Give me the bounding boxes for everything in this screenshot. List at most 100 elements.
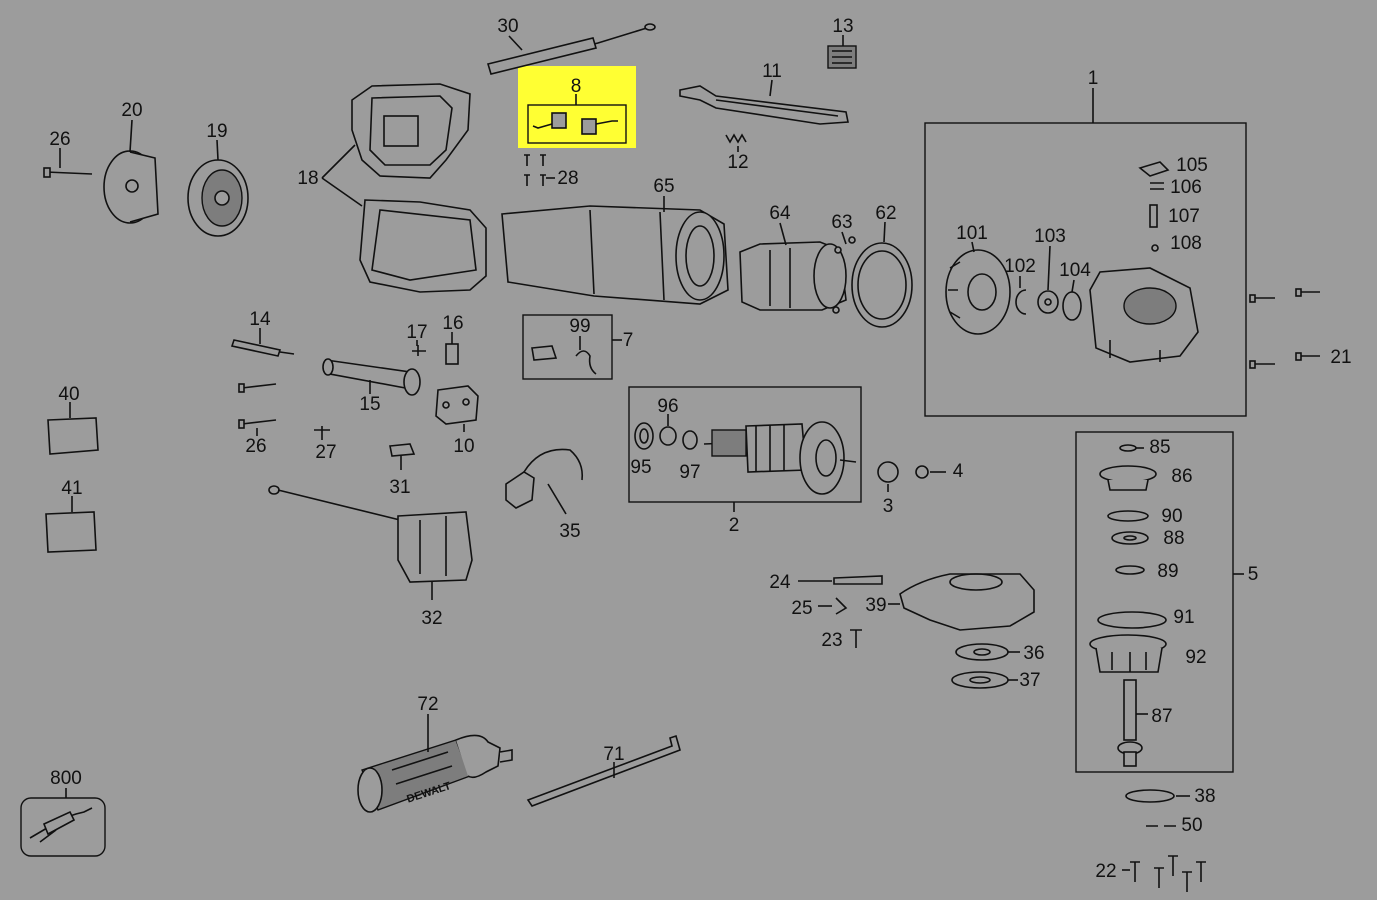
part-12[interactable]: 12 — [725, 133, 749, 173]
part-26-top[interactable]: 26 — [43, 129, 93, 178]
part-71-hex-key[interactable]: 71 — [526, 734, 681, 807]
part-28-screws[interactable]: 28 — [524, 154, 579, 189]
part-20-end-cap[interactable]: 20 — [103, 100, 159, 224]
part-101[interactable]: 101 — [945, 223, 1011, 335]
part-86[interactable]: 86 — [1099, 465, 1193, 491]
label-8: 8 — [571, 76, 582, 97]
part-41[interactable]: 41 — [45, 478, 97, 553]
label-5: 5 — [1248, 564, 1259, 585]
part-800[interactable]: 800 — [20, 768, 106, 857]
label-89: 89 — [1157, 561, 1178, 582]
part-18-housing[interactable]: 18 — [297, 83, 487, 293]
part-39-guard[interactable]: 39 — [865, 573, 1035, 631]
part-31[interactable]: 31 — [389, 443, 416, 498]
part-96[interactable]: 96 — [657, 396, 679, 446]
part-65-field[interactable]: 65 — [501, 176, 729, 305]
part-87[interactable]: 87 — [1117, 679, 1173, 767]
part-103[interactable]: 103 — [1034, 226, 1066, 314]
part-85[interactable]: 85 — [1119, 437, 1171, 458]
part-108[interactable]: 108 — [1151, 233, 1202, 254]
label-40: 40 — [58, 384, 79, 405]
part-38[interactable]: 38 — [1125, 786, 1216, 807]
part-30[interactable]: 30 — [486, 16, 656, 75]
part-63[interactable]: 63 — [831, 212, 856, 314]
label-11: 11 — [762, 61, 782, 82]
label-63: 63 — [831, 212, 852, 233]
part-4[interactable]: 4 — [915, 461, 964, 482]
part-62[interactable]: 62 — [851, 203, 913, 328]
part-21-screws[interactable]: 21 — [1249, 288, 1352, 369]
label-3: 3 — [883, 496, 894, 517]
highlight-box — [518, 66, 636, 148]
part-19[interactable]: 19 — [187, 121, 249, 237]
part-23[interactable]: 23 — [821, 629, 862, 651]
part-2-armature-assembly[interactable]: 95 96 97 2 — [628, 386, 862, 536]
part-11[interactable]: 11 — [679, 61, 849, 125]
label-27: 27 — [315, 442, 336, 463]
label-35: 35 — [559, 521, 580, 542]
label-96: 96 — [657, 396, 678, 417]
part-88[interactable]: 88 — [1111, 528, 1185, 549]
part-95[interactable]: 95 — [630, 422, 654, 478]
label-104: 104 — [1059, 260, 1091, 281]
part-90[interactable]: 90 — [1107, 506, 1183, 527]
part-10-switch[interactable]: 10 — [435, 385, 479, 457]
part-105[interactable]: 105 — [1138, 155, 1208, 177]
label-17: 17 — [406, 322, 427, 343]
part-89[interactable]: 89 — [1115, 561, 1179, 582]
part-16[interactable]: 16 — [442, 313, 464, 365]
part-15[interactable]: 15 — [322, 358, 421, 415]
label-101: 101 — [956, 223, 988, 244]
label-12: 12 — [727, 152, 748, 173]
part-22-screws[interactable]: 22 — [1095, 855, 1206, 892]
label-24: 24 — [769, 572, 791, 593]
label-16: 16 — [442, 313, 463, 334]
part-26-middle[interactable]: 26 — [238, 383, 277, 457]
part-3[interactable]: 3 — [877, 461, 899, 517]
label-39: 39 — [865, 595, 886, 616]
label-19: 19 — [206, 121, 227, 142]
part-40[interactable]: 40 — [47, 384, 99, 455]
part-24[interactable]: 24 — [769, 572, 883, 593]
part-7-brush-holder[interactable]: 99 7 — [522, 314, 633, 380]
label-4: 4 — [953, 461, 964, 482]
label-92: 92 — [1185, 647, 1206, 668]
label-21: 21 — [1330, 347, 1351, 368]
part-91[interactable]: 91 — [1097, 607, 1195, 629]
part-32[interactable]: 32 — [268, 485, 473, 629]
part-37[interactable]: 37 — [951, 670, 1041, 691]
part-50[interactable]: 50 — [1146, 815, 1203, 836]
side-handle-icon — [357, 734, 513, 813]
carbon-brush-icon — [532, 112, 618, 135]
part-97[interactable]: 97 — [679, 430, 701, 483]
part-64[interactable]: 64 — [739, 203, 847, 311]
part-14[interactable]: 14 — [230, 309, 295, 357]
part-92[interactable]: 92 — [1089, 634, 1207, 673]
part-1-gear-head-assembly[interactable]: 1 101 102 103 104 — [924, 68, 1247, 417]
part-25[interactable]: 25 — [791, 597, 848, 619]
armature-icon — [703, 421, 857, 495]
part-107[interactable]: 107 — [1149, 204, 1200, 228]
part-8-carbon-brushes[interactable]: 8 — [518, 66, 636, 148]
part-13[interactable]: 13 — [827, 16, 857, 69]
label-31: 31 — [389, 477, 410, 498]
part-35[interactable]: 35 — [505, 448, 584, 542]
label-2: 2 — [729, 515, 740, 536]
label-23: 23 — [821, 630, 842, 651]
part-36[interactable]: 36 — [955, 643, 1045, 664]
part-104[interactable]: 104 — [1059, 260, 1091, 321]
label-41: 41 — [61, 478, 82, 499]
part-102[interactable]: 102 — [1004, 256, 1036, 315]
part-27[interactable]: 27 — [314, 426, 337, 463]
part-5-spindle-assembly[interactable]: 5 85 86 90 88 89 91 — [1075, 431, 1259, 773]
label-72: 72 — [417, 694, 438, 715]
label-32: 32 — [421, 608, 442, 629]
label-38: 38 — [1194, 786, 1215, 807]
part-72-side-handle[interactable]: DEWALT 72 — [357, 694, 513, 813]
label-15: 15 — [359, 394, 380, 415]
label-26b: 26 — [245, 436, 266, 457]
part-17[interactable]: 17 — [406, 322, 428, 356]
label-86: 86 — [1171, 466, 1192, 487]
label-62: 62 — [875, 203, 896, 224]
part-106[interactable]: 106 — [1150, 177, 1202, 198]
